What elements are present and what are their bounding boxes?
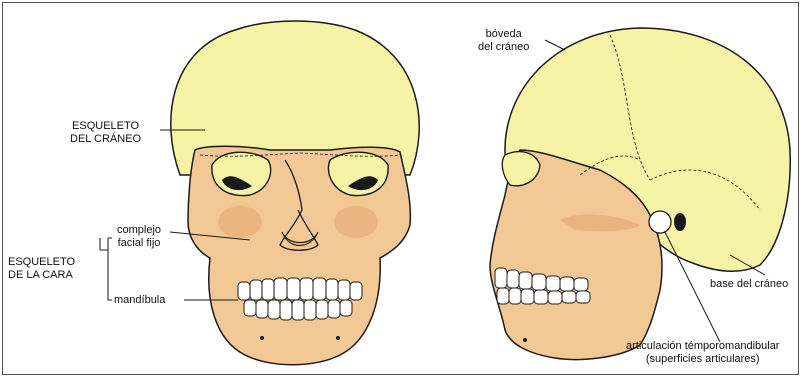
front-lower-teeth: [244, 300, 352, 320]
front-skull: [171, 21, 419, 365]
label-articulacion: articulación témporomandibular (superfic…: [626, 340, 779, 366]
front-upper-teeth: [238, 278, 362, 300]
label-esqueleto-craneo-line1: ESQUELETO: [70, 120, 141, 133]
label-esqueleto-craneo: ESQUELETO DEL CRÁNEO: [70, 120, 141, 146]
label-esqueleto-cara-line2: DE LA CARA: [8, 269, 75, 282]
label-esqueleto-cara: ESQUELETO DE LA CARA: [8, 256, 75, 282]
label-boveda-line2: del cráneo: [478, 41, 529, 54]
label-mandibula: mandíbula: [114, 294, 165, 307]
label-articulacion-line1: articulación témporomandibular: [626, 340, 779, 353]
label-articulacion-line2: (superficies articulares): [626, 353, 779, 366]
label-boveda-line1: bóveda: [478, 28, 529, 41]
label-esqueleto-craneo-line2: DEL CRÁNEO: [70, 133, 141, 146]
label-complejo-line1: complejo: [117, 224, 161, 237]
label-esqueleto-cara-line1: ESQUELETO: [8, 256, 75, 269]
side-tmj: [649, 211, 671, 233]
label-base: base del cráneo: [710, 278, 788, 291]
side-skull: [490, 28, 790, 359]
label-boveda: bóveda del cráneo: [478, 28, 529, 54]
label-complejo-line2: facial fijo: [117, 237, 161, 250]
label-complejo: complejo facial fijo: [117, 224, 161, 250]
